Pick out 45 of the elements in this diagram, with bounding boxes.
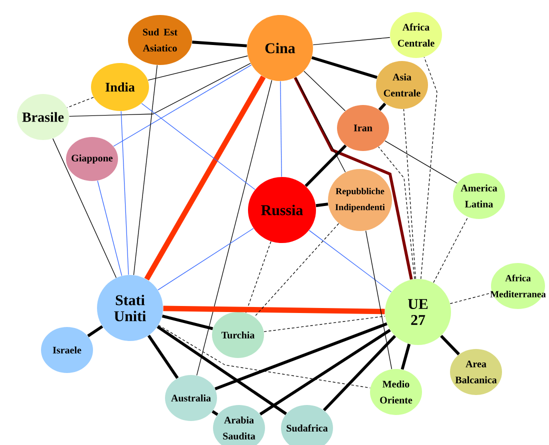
connector-line xyxy=(378,102,386,111)
connector-line xyxy=(295,77,346,172)
connector-line xyxy=(316,202,328,208)
connector-line xyxy=(312,37,390,46)
connector-line xyxy=(158,228,254,290)
connector-line xyxy=(254,223,340,318)
connector-line xyxy=(66,96,94,108)
connector-line xyxy=(308,230,392,292)
connector-line xyxy=(440,334,460,356)
connector-line xyxy=(450,292,492,304)
connector-line xyxy=(133,64,158,276)
connector-line xyxy=(147,334,179,379)
connector-line xyxy=(322,335,396,412)
connector-line xyxy=(144,75,266,280)
connector-line xyxy=(148,56,248,80)
connector-line xyxy=(304,70,346,112)
connector-line xyxy=(158,324,370,388)
connector-line xyxy=(311,56,378,79)
connector-line xyxy=(212,410,218,416)
connector-line xyxy=(264,316,386,332)
connector-line xyxy=(420,56,438,280)
connector-line xyxy=(384,140,458,184)
connector-line xyxy=(120,110,129,276)
connector-line xyxy=(192,40,247,48)
connector-line xyxy=(214,322,388,390)
connector-line xyxy=(433,216,468,283)
connector-line xyxy=(162,314,214,330)
connector-line xyxy=(97,180,122,276)
connector-line xyxy=(403,108,416,280)
connector-line xyxy=(68,63,251,117)
connector-line xyxy=(245,241,272,314)
connector-line xyxy=(52,138,117,278)
connector-line xyxy=(196,80,272,376)
connector-line xyxy=(259,328,391,416)
connector-line xyxy=(87,325,104,338)
connector-line xyxy=(156,325,287,416)
connector-line xyxy=(163,306,385,314)
connector-line xyxy=(141,103,256,190)
connector-line xyxy=(400,344,411,370)
connector-line xyxy=(113,64,252,147)
connector-line xyxy=(365,230,392,370)
connector-line xyxy=(294,76,413,280)
connector-line xyxy=(304,144,347,188)
connector-line xyxy=(280,80,282,178)
connector-line xyxy=(378,146,415,280)
